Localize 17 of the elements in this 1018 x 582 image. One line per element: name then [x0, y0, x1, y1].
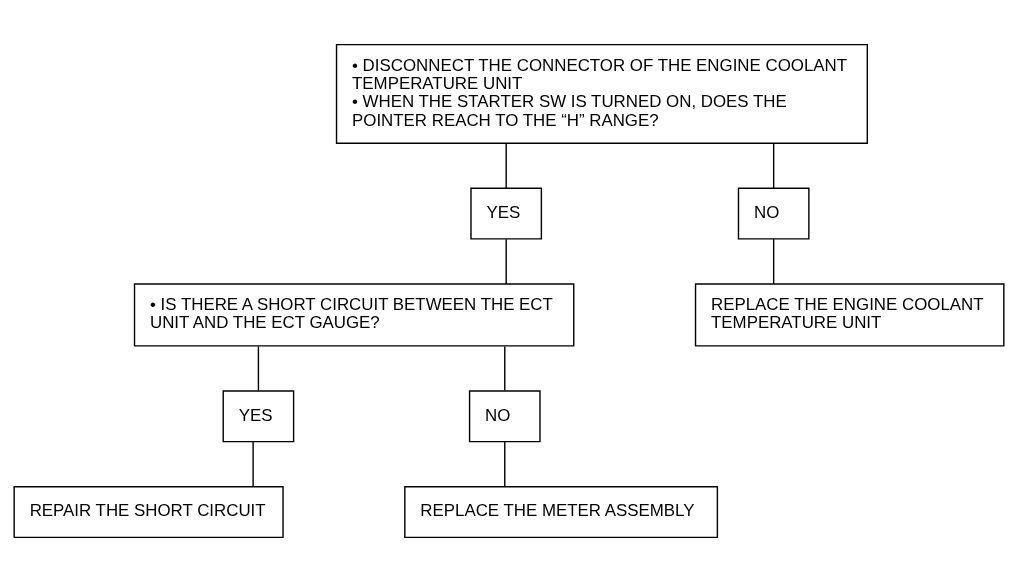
- node-box: YES: [470, 187, 543, 240]
- node-box: REPAIR THE SHORT CIRCUIT: [13, 486, 284, 539]
- connector: [505, 142, 507, 189]
- node-box: • DISCONNECT THE CONNECTOR OF THE ENGINE COOLANT TEMPERATURE UNIT • WHEN THE STARTER SW IS TURNED ON, DOES THE POINTER REACH TO THE “H” RANGE?: [335, 43, 868, 144]
- connector: [772, 238, 775, 285]
- node-box: NO: [468, 390, 541, 443]
- connector: [257, 345, 260, 392]
- connector: [505, 238, 507, 285]
- connector: [772, 142, 775, 189]
- node-box: REPLACE THE METER ASSEMBLY: [404, 486, 719, 539]
- node-box: NO: [737, 187, 810, 240]
- node-box: • IS THERE A SHORT CIRCUIT BETWEEN THE ECT UNIT AND THE ECT GAUGE?: [133, 283, 575, 347]
- connector: [504, 345, 506, 392]
- node-box: REPLACE THE ENGINE COOLANT TEMPERATURE UNIT: [694, 283, 1005, 347]
- connector: [252, 441, 254, 487]
- node-box: YES: [222, 390, 295, 443]
- connector: [504, 441, 506, 487]
